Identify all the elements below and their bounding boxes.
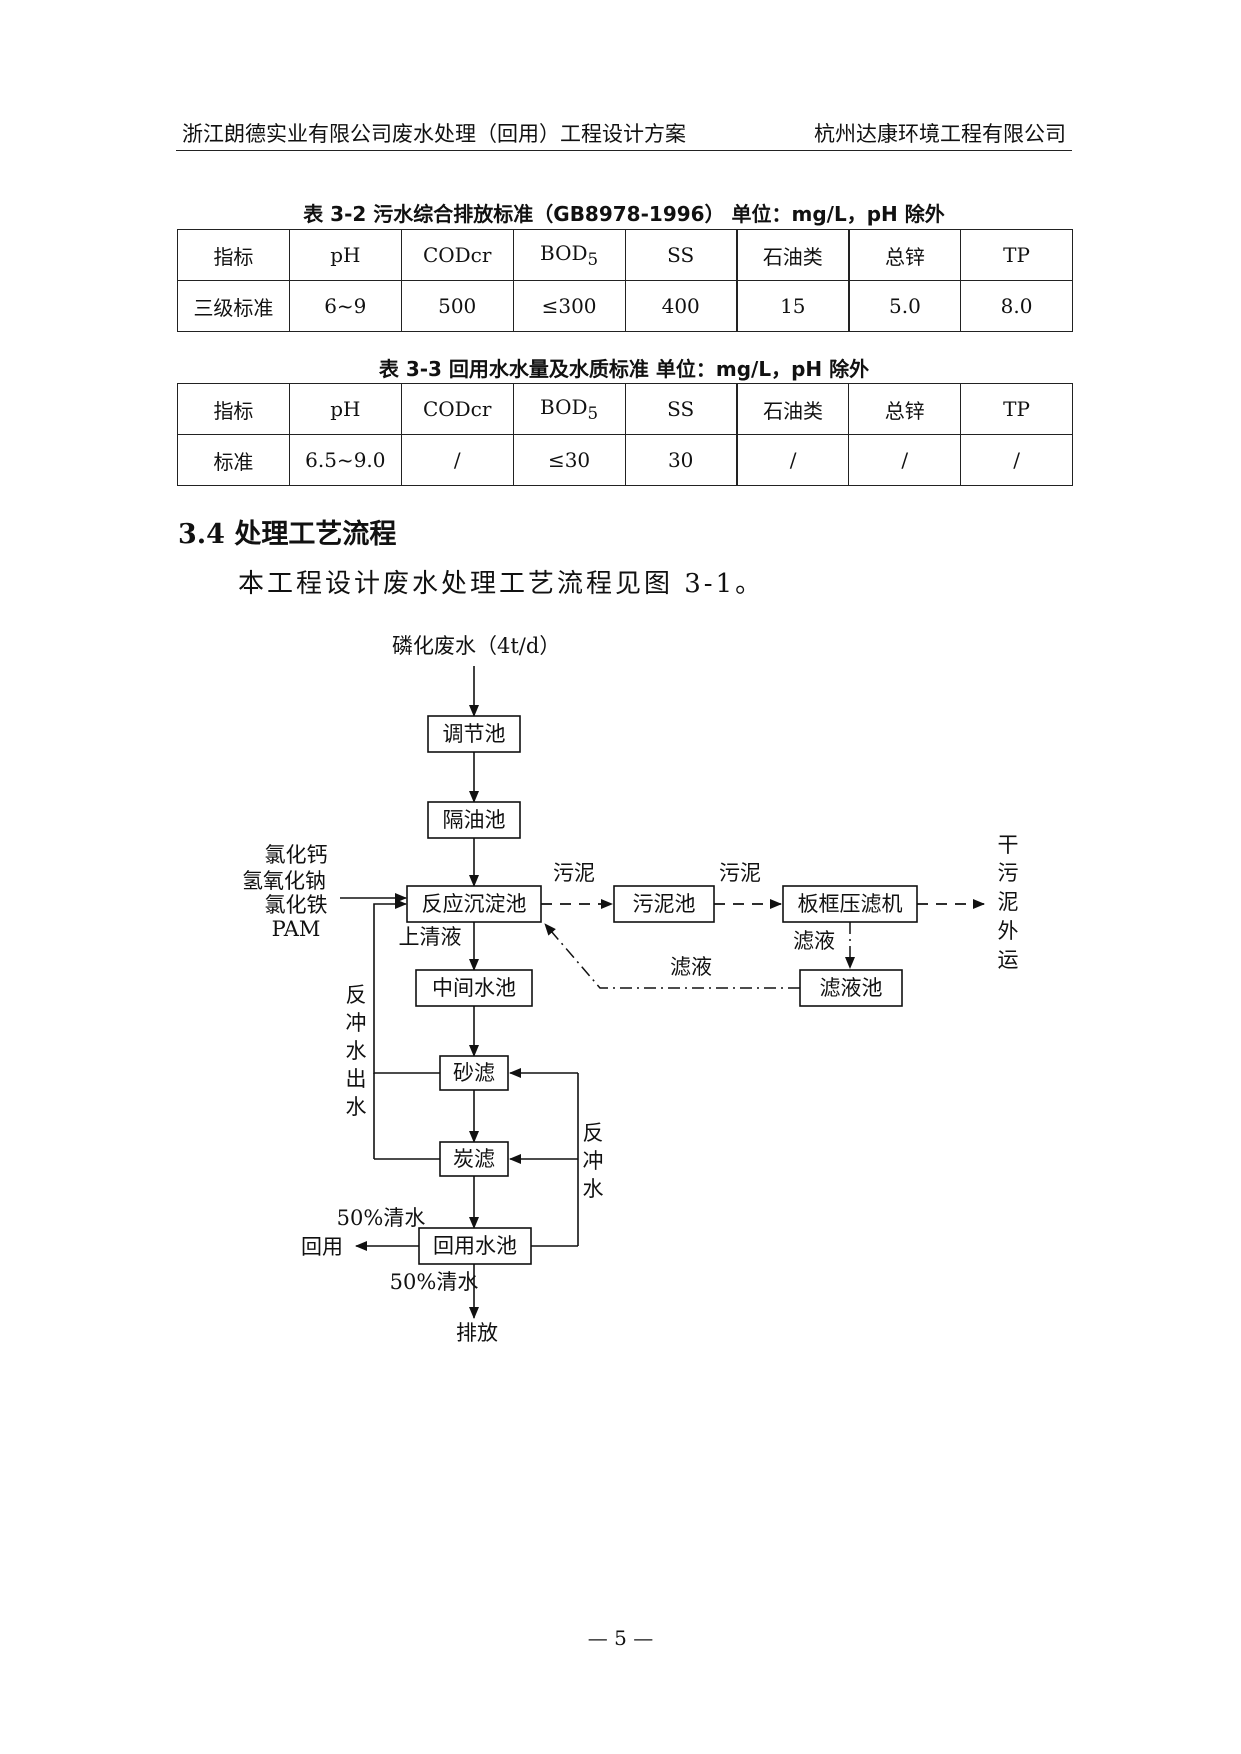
backwash-char: 反 [583, 1121, 604, 1145]
filtrate-label-2: 滤液 [670, 955, 712, 979]
dry-sludge-char: 运 [998, 948, 1019, 972]
table-cell: / [400, 434, 514, 486]
section-paragraph: 本工程设计废水处理工艺流程见图 3-1。 [238, 569, 765, 599]
chemical-label: 氯化钙 [265, 843, 328, 867]
header-project-title: 浙江朗德实业有限公司废水处理（回用）工程设计方案 [182, 122, 686, 146]
box-wuni [613, 885, 715, 923]
section-heading: 3.4 处理工艺流程 [178, 519, 397, 550]
table-cell: 6~9 [288, 280, 402, 332]
box-bankuang-label: 板框压滤机 [798, 892, 903, 916]
table-cell: ≤30 [512, 434, 626, 486]
backwash-out-label: 反 冲 水 出 水 [346, 983, 367, 1119]
box-geyou-label: 隔油池 [443, 808, 506, 832]
table-cell: 8.0 [960, 280, 1073, 332]
header-cell: 总锌 [847, 229, 962, 281]
header-cell: SS [624, 383, 738, 435]
chemical-label: 氯化铁 [265, 893, 328, 917]
table-header-row: 指标 pH CODcr BOD5 SS 石油类 总锌 TP [177, 229, 1073, 281]
header-company-name: 杭州达康环境工程有限公司 [814, 122, 1066, 146]
table-row: 三级标准 6~9 500 ≤300 400 15 5.0 8.0 [177, 280, 1073, 332]
box-shalv-label: 砂滤 [453, 1061, 495, 1085]
table-cell: 500 [400, 280, 514, 332]
box-fanying-label: 反应沉淀池 [422, 892, 527, 916]
backwash-out-char: 反 [346, 983, 367, 1007]
source-label: 磷化废水（4t/d） [392, 634, 560, 658]
clean-water-label-bottom: 50%清水 [390, 1270, 479, 1294]
backwash-out-char: 冲 [346, 1011, 367, 1035]
table-cell: / [735, 434, 850, 486]
box-geyou [427, 801, 521, 839]
bod-label: BOD [540, 395, 588, 419]
box-lvye-label: 滤液池 [820, 976, 883, 1000]
chemical-label: PAM [272, 917, 321, 941]
dry-sludge-char: 干 [998, 833, 1019, 857]
table-header-row: 指标 pH CODcr BOD5 SS 石油类 总锌 TP [177, 383, 1073, 435]
box-tiaojie-label: 调节池 [443, 722, 506, 746]
arrow-lvye-return [544, 923, 800, 989]
box-fanying [406, 885, 542, 923]
header-cell-bod: BOD5 [512, 229, 626, 281]
chemical-label: 氢氧化钠 [242, 869, 326, 893]
table-cell: 标准 [177, 434, 290, 486]
box-zhongjian [415, 969, 533, 1007]
backwash-char: 冲 [583, 1149, 604, 1173]
bod-label: BOD [540, 241, 588, 265]
clean-water-label-top: 50%清水 [337, 1206, 426, 1230]
sludge-label-1: 污泥 [553, 861, 595, 885]
box-tiaojie [427, 715, 521, 753]
filtrate-label-1: 滤液 [793, 929, 835, 953]
page-header: 浙江朗德实业有限公司废水处理（回用）工程设计方案 杭州达康环境工程有限公司 [176, 116, 1072, 151]
sludge-label-2: 污泥 [719, 861, 761, 885]
dry-sludge-char: 污 [998, 861, 1019, 885]
table-3-2: 指标 pH CODcr BOD5 SS 石油类 总锌 TP 三级标准 6~9 5… [177, 229, 1073, 332]
backwash-label: 反 冲 水 [583, 1121, 604, 1201]
table-cell: / [848, 434, 962, 486]
box-zhongjian-label: 中间水池 [432, 976, 516, 1000]
backwash-out-char: 出 [346, 1067, 367, 1091]
table-cell: / [960, 434, 1073, 486]
table-cell: 6.5~9.0 [288, 434, 402, 486]
table-cell: 5.0 [847, 280, 962, 332]
header-cell: 总锌 [848, 383, 962, 435]
box-lvye [799, 969, 903, 1007]
bod-subscript: 5 [587, 404, 599, 423]
backwash-out-char: 水 [346, 1095, 367, 1119]
table-row: 标准 6.5~9.0 / ≤30 30 / / / [177, 434, 1073, 486]
header-cell: TP [960, 383, 1073, 435]
table-3-3-caption: 表 3-3 回用水水量及水质标准 单位：mg/L，pH 除外 [378, 357, 870, 381]
backwash-out-char: 水 [346, 1039, 367, 1063]
header-cell-bod: BOD5 [512, 383, 626, 435]
supernatant-label: 上清液 [399, 925, 462, 949]
bod-subscript: 5 [587, 250, 599, 269]
header-cell: CODcr [400, 229, 514, 281]
header-cell: SS [624, 229, 738, 281]
table-cell: 400 [624, 280, 738, 332]
table-cell: 三级标准 [177, 280, 290, 332]
header-cell: TP [960, 229, 1073, 281]
table-3-2-caption: 表 3-2 污水综合排放标准（GB8978-1996） 单位：mg/L，pH 除… [303, 202, 945, 226]
header-cell: 石油类 [735, 383, 850, 435]
box-bankuang [782, 885, 918, 923]
table-3-3: 指标 pH CODcr BOD5 SS 石油类 总锌 TP 标准 6.5~9.0… [177, 383, 1073, 486]
header-cell: CODcr [400, 383, 514, 435]
page-number: — 5 — [587, 1626, 654, 1650]
box-huiyong-label: 回用水池 [433, 1234, 517, 1258]
box-tanlv-label: 炭滤 [453, 1147, 495, 1171]
dry-sludge-label: 干 污 泥 外 运 [998, 833, 1019, 972]
table-cell: 15 [735, 280, 850, 332]
box-wuni-label: 污泥池 [633, 892, 696, 916]
dry-sludge-char: 泥 [998, 890, 1019, 914]
reuse-label: 回用 [301, 1235, 343, 1259]
dry-sludge-char: 外 [998, 919, 1019, 943]
backwash-out-line-top [373, 899, 440, 1074]
discharge-label: 排放 [456, 1321, 498, 1345]
table-cell: ≤300 [512, 280, 626, 332]
table-cell: 30 [624, 434, 738, 486]
backwash-char: 水 [583, 1177, 604, 1201]
header-cell: 指标 [177, 383, 290, 435]
box-shalv [439, 1055, 509, 1091]
